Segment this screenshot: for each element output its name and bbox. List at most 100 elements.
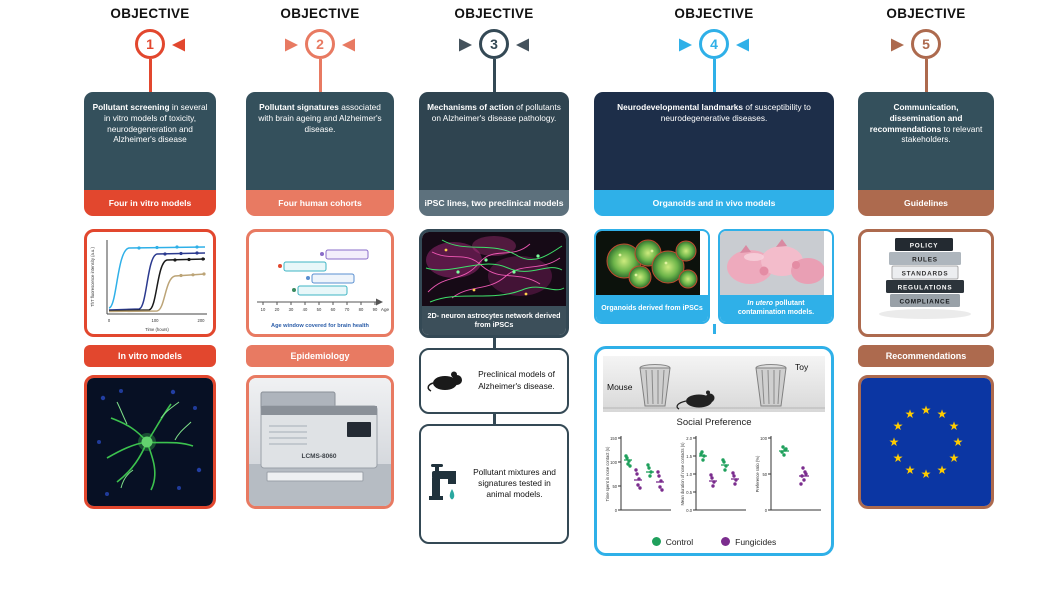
objective-5-title: Communication, dissemination and recomme… — [858, 92, 994, 190]
age-axis-label: Age — [381, 307, 390, 312]
three-chamber-test-diagram: Mouse Toy — [603, 355, 825, 412]
organoids-caption: Organoids derived from iPSCs — [596, 295, 708, 322]
ipsc-network-caption: 2D- neuron astrocytes network derived fr… — [422, 306, 566, 335]
eu-stars: ★★★ ★★★ ★★★ ★★★ — [889, 403, 964, 481]
svg-text:50: 50 — [612, 484, 617, 489]
objective-4-title: Neurodevelopmental landmarks of suscepti… — [594, 92, 834, 190]
nose-contact-duration-plot: Mean duration of nose contacts (s) 0.0 0… — [680, 435, 746, 513]
objective-1-card: Pollutant screening in several in vitro … — [84, 92, 216, 216]
control-dot-icon — [651, 537, 661, 547]
objective-4-column: OBJECTIVE 4 Neurodevelopmental landmarks… — [594, 6, 834, 556]
neuron-microscopy-image — [84, 375, 216, 509]
objective-3-link-2 — [492, 413, 496, 424]
svg-text:POLICY: POLICY — [910, 243, 939, 250]
objective-5-banner: Guidelines — [858, 190, 994, 216]
svg-text:COMPLIANCE: COMPLIANCE — [900, 299, 951, 306]
objective-5-connector — [924, 59, 928, 92]
objective-link-arrows — [172, 38, 904, 52]
svg-text:80: 80 — [359, 307, 364, 312]
svg-text:★: ★ — [893, 419, 904, 433]
svg-text:0: 0 — [615, 508, 618, 513]
svg-text:★: ★ — [905, 407, 916, 421]
svg-text:Time spent in nose contact (s): Time spent in nose contact (s) — [605, 446, 610, 501]
svg-text:★: ★ — [921, 403, 932, 417]
svg-text:1.0: 1.0 — [686, 472, 692, 477]
svg-text:★: ★ — [937, 407, 948, 421]
mouse-label: Mouse — [607, 382, 633, 392]
svg-text:★: ★ — [905, 463, 916, 477]
svg-text:Mean duration of nose contacts: Mean duration of nose contacts (s) — [680, 442, 685, 506]
objective-5-card: Communication, dissemination and recomme… — [858, 92, 994, 216]
preclinical-models-box: Preclinical models of Alzheimer's diseas… — [419, 347, 569, 414]
objective-1-banner: Four in vitro models — [84, 190, 216, 216]
objective-1-label: OBJECTIVE — [110, 6, 190, 21]
objective-4-label: OBJECTIVE — [674, 6, 754, 21]
objective-2-title: Pollutant signatures associated with bra… — [246, 92, 394, 190]
objective-5-number-circle: 5 — [911, 29, 941, 59]
social-preference-plots: Time spent in nose contact (s) 0 50 100 … — [603, 430, 825, 534]
objective-4-card: Neurodevelopmental landmarks of suscepti… — [594, 92, 834, 216]
svg-text:0: 0 — [108, 318, 111, 323]
legend-fungicides: Fungicides — [721, 537, 776, 547]
svg-text:★: ★ — [921, 467, 932, 481]
age-window-caption: Age window covered for brain health — [271, 323, 369, 329]
objective-2-connector — [318, 59, 322, 92]
in-utero-caption: In utero pollutant contamination models. — [720, 295, 832, 322]
svg-text:★: ★ — [953, 435, 964, 449]
fungicides-dot-icon — [721, 537, 731, 547]
objective-1-number-circle: 1 — [135, 29, 165, 59]
objective-4-images-row: Organoids derived from iPSCs In utero po… — [594, 229, 834, 324]
objective-5-caption-strip: Recommendations — [858, 345, 994, 367]
svg-text:1.5: 1.5 — [686, 454, 692, 459]
eu-flag-image: ★★★ ★★★ ★★★ ★★★ — [858, 375, 994, 509]
objective-1-title: Pollutant screening in several in vitro … — [84, 92, 216, 190]
objective-3-label: OBJECTIVE — [454, 6, 534, 21]
svg-text:20: 20 — [275, 307, 280, 312]
svg-text:★: ★ — [889, 435, 900, 449]
svg-text:★: ★ — [949, 419, 960, 433]
objective-1-connector — [148, 59, 152, 92]
piglets-image-block: In utero pollutant contamination models. — [718, 229, 834, 324]
dose-response-chart-frame: ThT fluorescence intensity (a.u.) Time (… — [84, 229, 216, 337]
svg-text:30: 30 — [289, 307, 294, 312]
preclinical-models-text: Preclinical models of Alzheimer's diseas… — [478, 369, 555, 391]
dose-response-chart: ThT fluorescence intensity (a.u.) Time (… — [90, 240, 207, 332]
svg-text:2.0: 2.0 — [686, 436, 692, 441]
objective-4-number-circle: 4 — [699, 29, 729, 59]
pollutant-mixtures-text: Pollutant mixtures and signatures tested… — [473, 466, 556, 500]
objective-2-banner: Four human cohorts — [246, 190, 394, 216]
svg-text:REGULATIONS: REGULATIONS — [898, 285, 953, 292]
svg-text:70: 70 — [345, 307, 350, 312]
objective-2-label: OBJECTIVE — [280, 6, 360, 21]
objective-3-title: Mechanisms of action of pollutants on Al… — [419, 92, 569, 190]
objective-5-column: OBJECTIVE 5 Communication, dissemination… — [858, 6, 994, 509]
objective-2-card: Pollutant signatures associated with bra… — [246, 92, 394, 216]
machine-model-label: LCMS-8060 — [301, 453, 336, 460]
policy-books-image: POLICY RULES STANDARDS REGULATIONS COMPL… — [879, 238, 971, 319]
objective-2-number-circle: 2 — [305, 29, 335, 59]
x-axis-label: Time (hours) — [145, 327, 169, 332]
nose-contact-time-plot: Time spent in nose contact (s) 0 50 100 … — [605, 435, 671, 513]
mouse-icon — [427, 371, 462, 392]
social-preference-box: Mouse Toy Social Preference Time spent i… — [594, 345, 834, 556]
faucet-icon — [429, 463, 456, 500]
objective-4-link — [712, 323, 716, 334]
ipsc-network-image-block: 2D- neuron astrocytes network derived fr… — [419, 229, 569, 338]
lcms-instrument-photo: LCMS-8060 — [246, 375, 394, 509]
objective-3-connector — [492, 59, 496, 92]
pollutant-mixtures-box: Pollutant mixtures and signatures tested… — [419, 423, 569, 544]
objective-5-label: OBJECTIVE — [886, 6, 966, 21]
svg-text:50: 50 — [317, 307, 322, 312]
svg-text:100: 100 — [152, 318, 160, 323]
preference-ratio-plot: Preference ratio (%) 0 50 100 — [755, 435, 821, 513]
age-window-figure: 10 20 30 40 50 60 70 80 90 Age Age windo… — [257, 249, 390, 329]
svg-text:150: 150 — [610, 436, 618, 441]
svg-text:★: ★ — [893, 451, 904, 465]
objective-3-column: OBJECTIVE 3 Mechanisms of action of poll… — [419, 6, 569, 544]
social-preference-title: Social Preference — [676, 416, 752, 428]
objective-3-card: Mechanisms of action of pollutants on Al… — [419, 92, 569, 216]
svg-text:RULES: RULES — [912, 257, 938, 264]
svg-text:200: 200 — [198, 318, 206, 323]
objective-1-caption-strip: In vitro models — [84, 345, 216, 367]
